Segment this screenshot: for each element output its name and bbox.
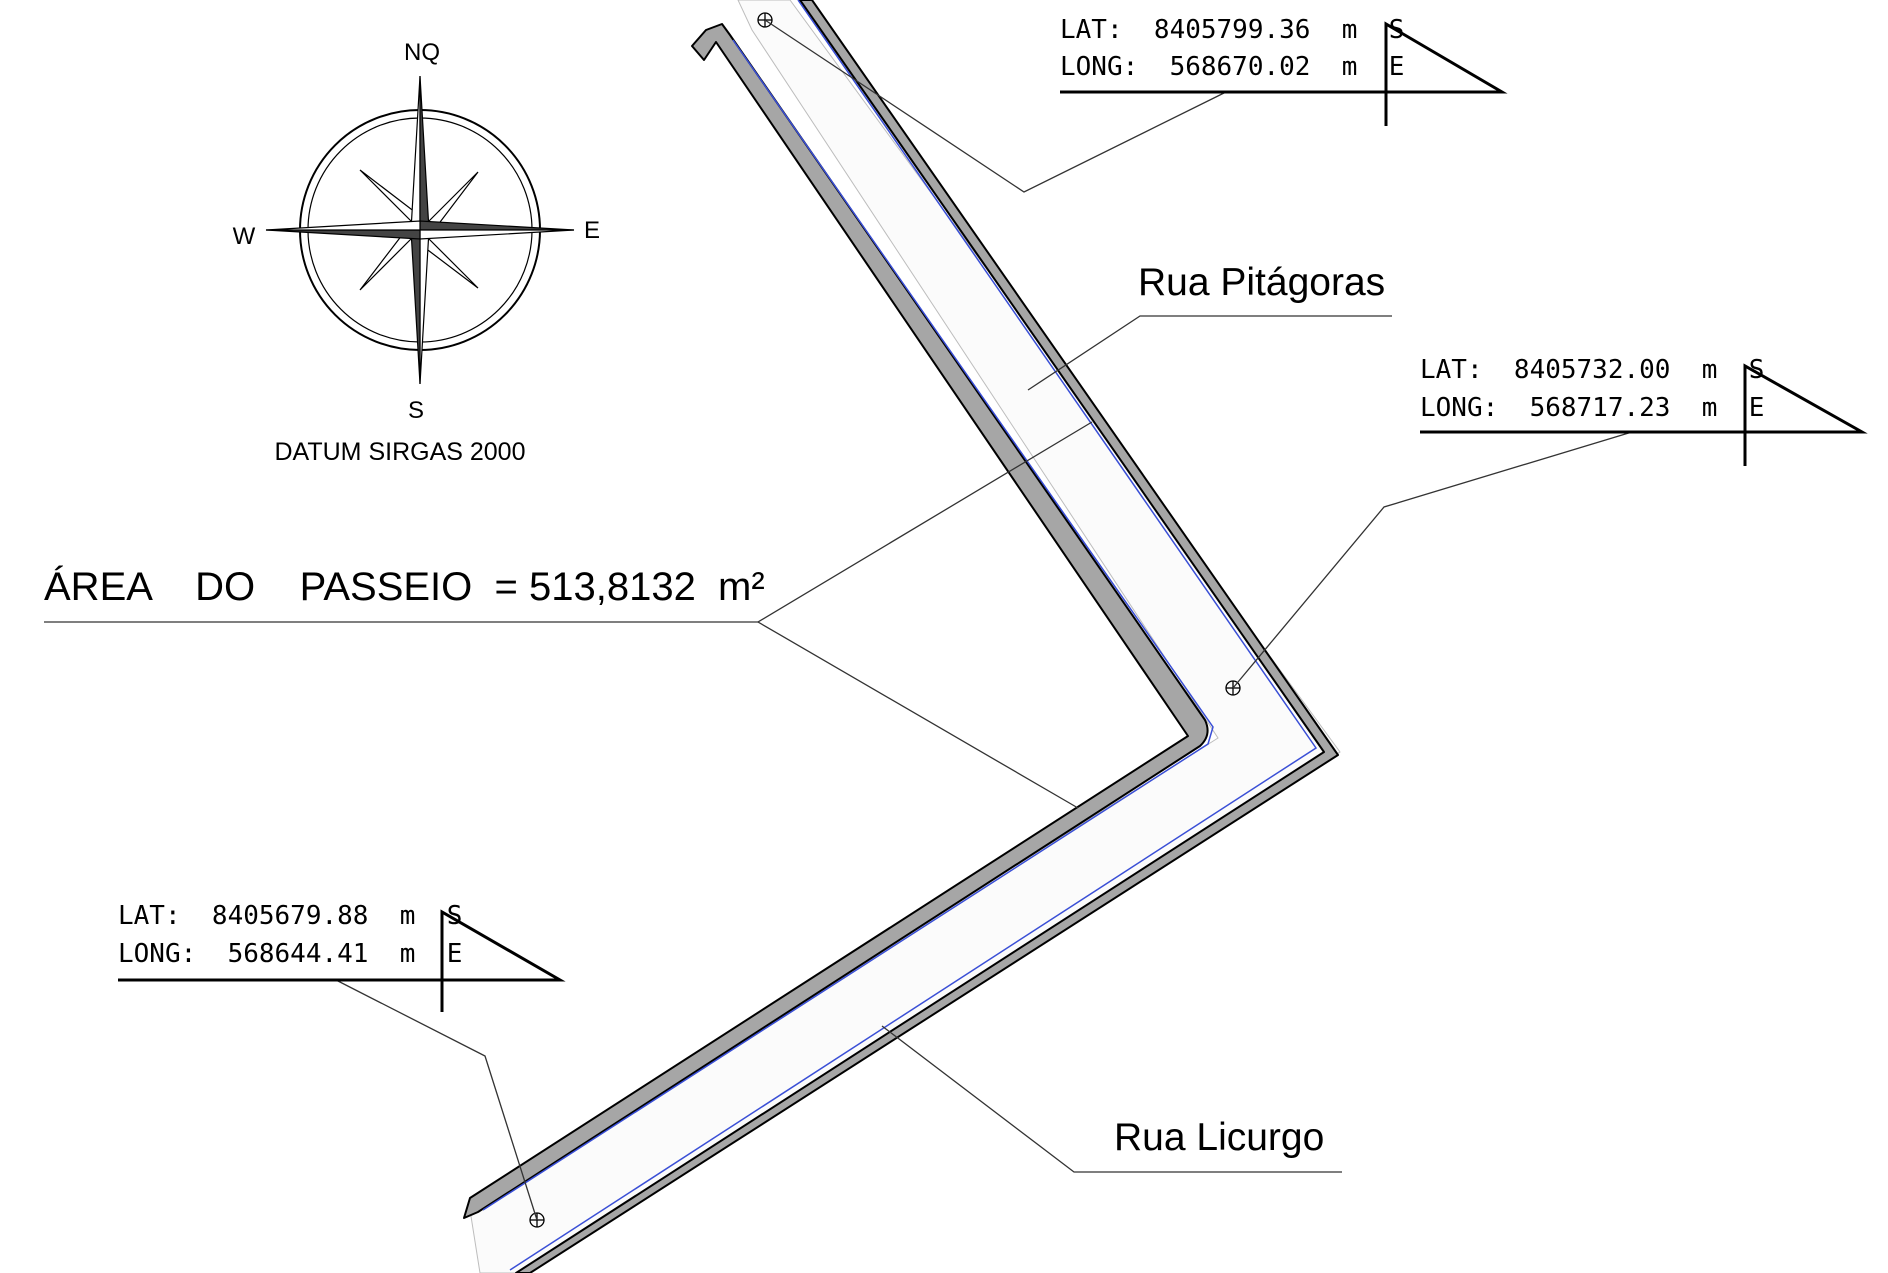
outer-blue-line <box>509 0 1318 1271</box>
compass-south-label: S <box>408 397 424 424</box>
area-label: ÁREA DO PASSEIO = 513,8132 m² <box>44 564 765 609</box>
leader-lines <box>44 19 1633 1221</box>
sidewalk <box>463 0 1341 1273</box>
leader-rua-pitagoras <box>1027 315 1392 391</box>
coordinate-top-long: LONG: 568670.02 m E <box>1060 52 1404 82</box>
street-label-rua-licurgo: Rua Licurgo <box>1114 1116 1324 1159</box>
coordinate-callout-bottom: LAT: 8405679.88 m S LONG: 568644.41 m E <box>118 901 566 1012</box>
leader-rua-licurgo <box>881 1025 1342 1173</box>
coordinate-right-long: LONG: 568717.23 m E <box>1420 393 1764 423</box>
leader-area <box>756 421 1093 809</box>
level-marker-top <box>1384 21 1508 94</box>
leader-right-coordinate <box>1232 431 1633 689</box>
coordinate-bottom-long: LONG: 568644.41 m E <box>118 939 462 969</box>
inner-curb <box>463 23 1209 1219</box>
coordinate-right-lat: LAT: 8405732.00 m S <box>1420 355 1764 385</box>
coordinate-callout-right: LAT: 8405732.00 m S LONG: 568717.23 m E <box>1420 355 1868 466</box>
leader-bottom-coordinate <box>335 979 538 1221</box>
level-marker-bottom <box>440 909 566 982</box>
sidewalk-area <box>469 0 1341 1273</box>
datum-label: DATUM SIRGAS 2000 <box>274 438 525 466</box>
coordinate-bottom-lat: LAT: 8405679.88 m S <box>118 901 462 931</box>
compass-north-label: NQ <box>404 39 440 66</box>
compass-east-label: E <box>584 217 600 244</box>
compass-main-points <box>265 75 575 385</box>
leader-top-coordinate <box>764 19 1227 193</box>
inner-blue-line <box>482 39 1214 1211</box>
outer-curb <box>515 0 1339 1273</box>
street-label-rua-pitagoras: Rua Pitágoras <box>1138 261 1385 304</box>
coordinate-callout-top: LAT: 8405799.36 m S LONG: 568670.02 m E <box>1060 15 1508 126</box>
coordinate-top-lat: LAT: 8405799.36 m S <box>1060 15 1404 45</box>
compass-west-label: W <box>233 223 256 250</box>
compass-rose: NQ S E W DATUM SIRGAS 2000 <box>233 39 600 466</box>
level-marker-right <box>1743 363 1868 434</box>
